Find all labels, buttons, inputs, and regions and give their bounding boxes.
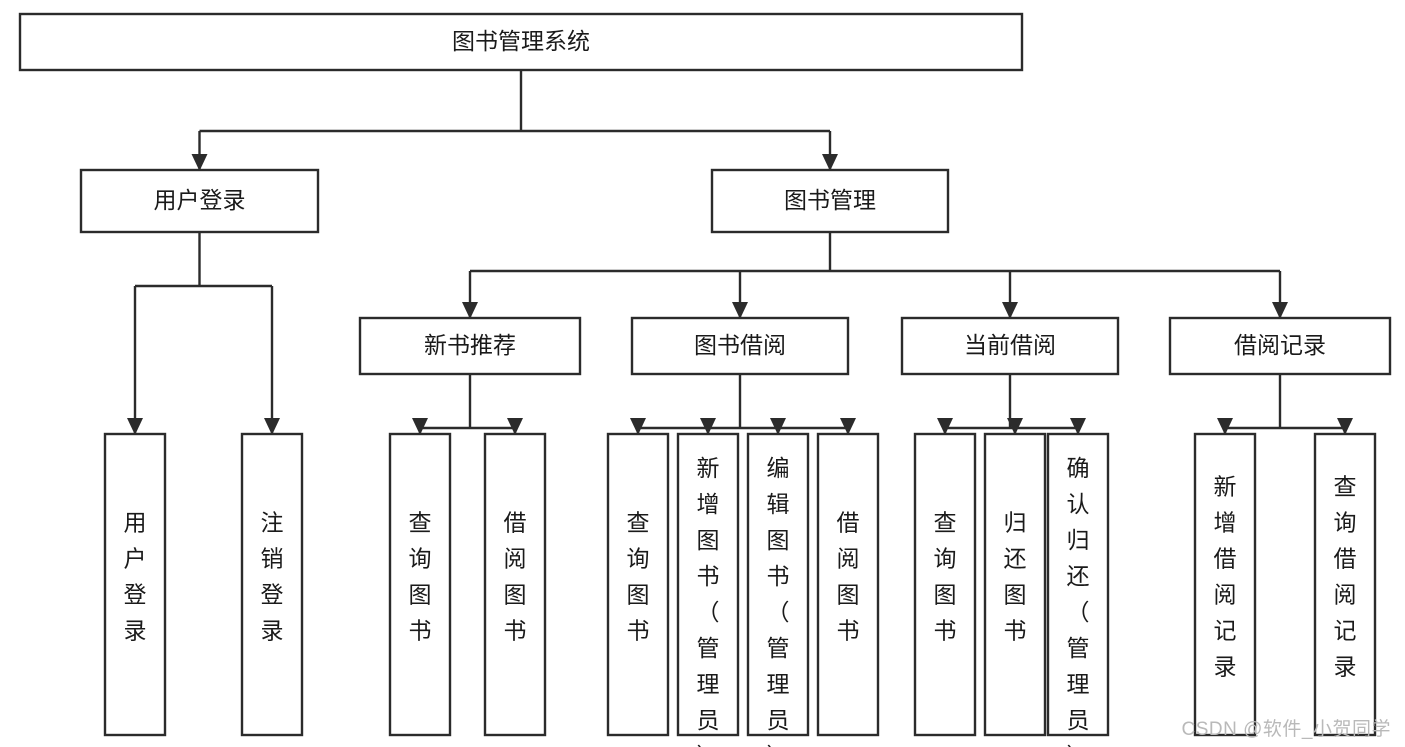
node-box-leaf-borrow-book [816,432,880,737]
arrowhead-icon [191,154,208,171]
node-user-login[interactable]: 用户登录 [79,168,320,234]
node-box-leaf-return-book [983,432,1047,737]
node-box-leaf-query-borrow-record [1313,432,1377,737]
csdn-watermark: CSDN @软件_小贺同学 [1181,719,1391,740]
arrowhead-icon [264,418,280,435]
node-leaf-edit-book-admin[interactable]: 编辑图书（管理员） [746,432,810,747]
node-leaf-logout[interactable]: 注销登录 [240,432,304,737]
arrowhead-icon [1217,418,1233,435]
node-box-leaf-query-book-current [913,432,977,737]
node-box-leaf-logout [240,432,304,737]
arrowhead-icon [507,418,523,435]
node-leaf-confirm-return-admin[interactable]: 确认归还（管理员） [1046,432,1110,747]
arrowhead-icon [1337,418,1353,435]
node-box-leaf-edit-book-admin [746,432,810,737]
node-label-current-borrow: 当前借阅 [964,332,1056,358]
node-label-leaf-query-borrow-record: 查询借阅记录 [1334,474,1357,680]
arrowhead-icon [1070,418,1086,435]
node-label-leaf-borrow-book-recommend: 借阅图书 [504,510,527,644]
node-box-leaf-user-login [103,432,167,737]
arrowhead-icon [412,418,428,435]
node-box-leaf-query-book-recommend [388,432,452,737]
arrowhead-icon [840,418,856,435]
node-leaf-query-borrow-record[interactable]: 查询借阅记录 [1313,432,1377,737]
node-label-undefined: 图书管理系统 [452,28,590,54]
node-leaf-query-book-borrow[interactable]: 查询图书 [606,432,670,737]
arrowhead-icon [1272,302,1288,319]
node-label-leaf-query-book-recommend: 查询图书 [409,510,432,644]
node-box-book-borrow [630,316,850,376]
arrowhead-icon [462,302,478,319]
node-box-leaf-confirm-return-admin [1046,432,1110,737]
arrowhead-icon [1002,302,1018,319]
node-leaf-add-borrow-record[interactable]: 新增借阅记录 [1193,432,1257,737]
node-label-leaf-borrow-book: 借阅图书 [837,510,860,644]
node-box-leaf-add-book-admin [676,432,740,737]
node-label-borrow-record: 借阅记录 [1234,332,1326,358]
arrowhead-icon [630,418,646,435]
node-box-current-borrow [900,316,1120,376]
node-label-leaf-return-book: 归还图书 [1004,510,1027,644]
node-box-leaf-query-book-borrow [606,432,670,737]
node-label-leaf-add-borrow-record: 新增借阅记录 [1214,474,1237,680]
node-label-leaf-user-login: 用户登录 [124,510,147,644]
node-box-book-management [710,168,950,234]
nodes-group: 图书管理系统用户登录图书管理新书推荐图书借阅当前借阅借阅记录用户登录注销登录查询… [18,12,1392,747]
node-book-borrow[interactable]: 图书借阅 [630,316,850,376]
node-label-new-book-recommend: 新书推荐 [424,332,516,358]
node-leaf-add-book-admin[interactable]: 新增图书（管理员） [676,432,740,747]
connector-edges-group [127,70,1353,435]
node-leaf-query-book-current[interactable]: 查询图书 [913,432,977,737]
node-label-user-login: 用户登录 [154,187,246,213]
arrowhead-icon [770,418,786,435]
node-new-book-recommend[interactable]: 新书推荐 [358,316,582,376]
node-box-leaf-borrow-book-recommend [483,432,547,737]
node-borrow-record[interactable]: 借阅记录 [1168,316,1392,376]
node-box-user-login [79,168,320,234]
node-leaf-return-book[interactable]: 归还图书 [983,432,1047,737]
node-label-leaf-query-book-current: 查询图书 [934,510,957,644]
arrowhead-icon [822,154,838,171]
arrowhead-icon [700,418,716,435]
arrowhead-icon [937,418,953,435]
node-leaf-borrow-book[interactable]: 借阅图书 [816,432,880,737]
node-label-leaf-confirm-return-admin: 确认归还（管理员） [1067,455,1090,747]
node-undefined[interactable]: 图书管理系统 [18,12,1024,72]
node-box-borrow-record [1168,316,1392,376]
node-leaf-borrow-book-recommend[interactable]: 借阅图书 [483,432,547,737]
node-box-undefined [18,12,1024,72]
node-leaf-user-login[interactable]: 用户登录 [103,432,167,737]
arrowhead-icon [1007,418,1023,435]
node-label-leaf-logout: 注销登录 [261,510,284,644]
node-label-book-management: 图书管理 [784,187,876,213]
node-leaf-query-book-recommend[interactable]: 查询图书 [388,432,452,737]
arrowhead-icon [732,302,748,319]
node-label-leaf-edit-book-admin: 编辑图书（管理员） [767,455,790,747]
node-box-new-book-recommend [358,316,582,376]
node-box-leaf-add-borrow-record [1193,432,1257,737]
arrowhead-icon [127,418,143,435]
node-current-borrow[interactable]: 当前借阅 [900,316,1120,376]
node-label-leaf-add-book-admin: 新增图书（管理员） [697,455,720,747]
node-label-leaf-query-book-borrow: 查询图书 [627,510,650,644]
node-book-management[interactable]: 图书管理 [710,168,950,234]
node-label-book-borrow: 图书借阅 [694,332,786,358]
